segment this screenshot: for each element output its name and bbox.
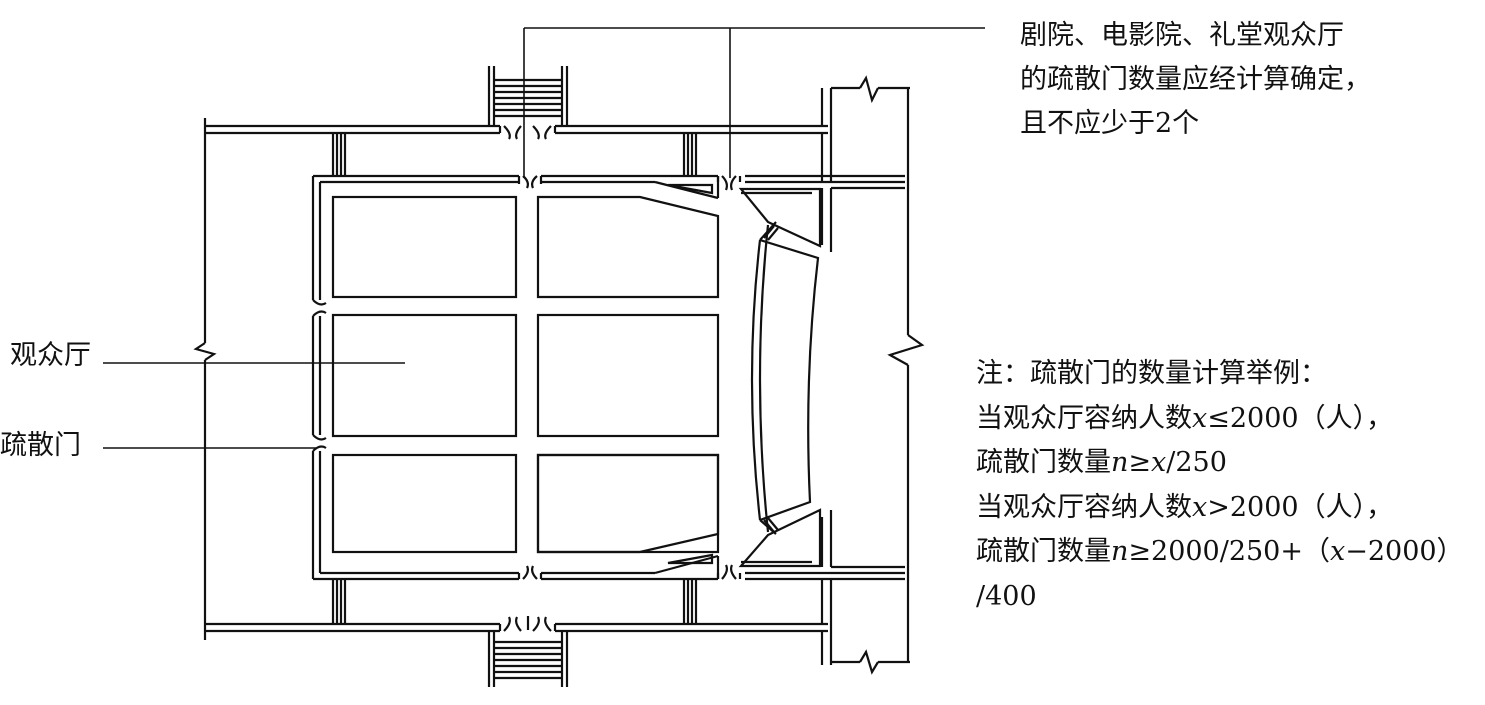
case2-result: 疏散门数量n≥2000/250+（x−2000） (976, 530, 1464, 575)
case1-result: 疏散门数量n≥x/250 (976, 441, 1464, 486)
var-x: x (1329, 536, 1346, 567)
case2-tail: −2000） (1345, 536, 1464, 567)
var-n: n (1111, 536, 1129, 567)
exit-requirement-note: 剧院、电影院、礼堂观众厅 的疏散门数量应经计算确定， 且不应少于2个 (1020, 14, 1371, 146)
left-break-line (193, 118, 217, 640)
auditorium-wall (311, 174, 720, 581)
case1-tail: /250 (1166, 447, 1227, 478)
exit-doors-left (312, 299, 327, 452)
case1-condition: 当观众厅容纳人数x≤2000（人）， (976, 397, 1464, 442)
passages (331, 133, 698, 624)
var-x: x (1192, 491, 1208, 523)
stage-side-triangles (667, 183, 714, 565)
corridor-top-wall (205, 124, 828, 135)
right-building-walls (745, 75, 925, 675)
case2-prefix: 当观众厅容纳人数 (976, 491, 1192, 523)
seating-blocks (331, 195, 720, 554)
note-line: 的疏散门数量应经计算确定， (1020, 64, 1371, 95)
note-line: 剧院、电影院、礼堂观众厅 (1020, 20, 1344, 51)
case2-result-cont: /400 (976, 580, 1037, 612)
exit-door-label: 疏散门 (0, 430, 81, 461)
case1-condition-text: ≤2000（人）， (1207, 402, 1394, 434)
calculation-note: 注：疏散门的数量计算举例： 当观众厅容纳人数x≤2000（人）， 疏散门数量n≥… (976, 352, 1464, 619)
stairs-top (487, 66, 569, 126)
var-n: n (1111, 447, 1129, 478)
case1-result-prefix: 疏散门数量 (976, 447, 1111, 478)
var-x: x (1151, 447, 1167, 478)
case1-op: ≥ (1128, 447, 1152, 478)
leader-lines (103, 27, 985, 449)
stairs-bottom (487, 631, 569, 687)
calc-title: 注：疏散门的数量计算举例： (976, 358, 1327, 389)
stage-towers (738, 187, 822, 568)
case1-prefix: 当观众厅容纳人数 (976, 402, 1192, 434)
stage (750, 221, 820, 535)
case2-condition-text: >2000（人）， (1207, 491, 1394, 523)
exit-doors-top (498, 125, 742, 191)
var-x: x (1192, 402, 1208, 434)
auditorium-label: 观众厅 (10, 340, 91, 371)
case2-result-prefix: 疏散门数量 (976, 536, 1111, 567)
case2-op: ≥2000/250+（ (1128, 536, 1330, 567)
case2-condition: 当观众厅容纳人数x>2000（人）， (976, 486, 1464, 531)
exit-doors-bottom (498, 564, 742, 632)
note-line: 且不应少于2个 (1020, 108, 1200, 139)
